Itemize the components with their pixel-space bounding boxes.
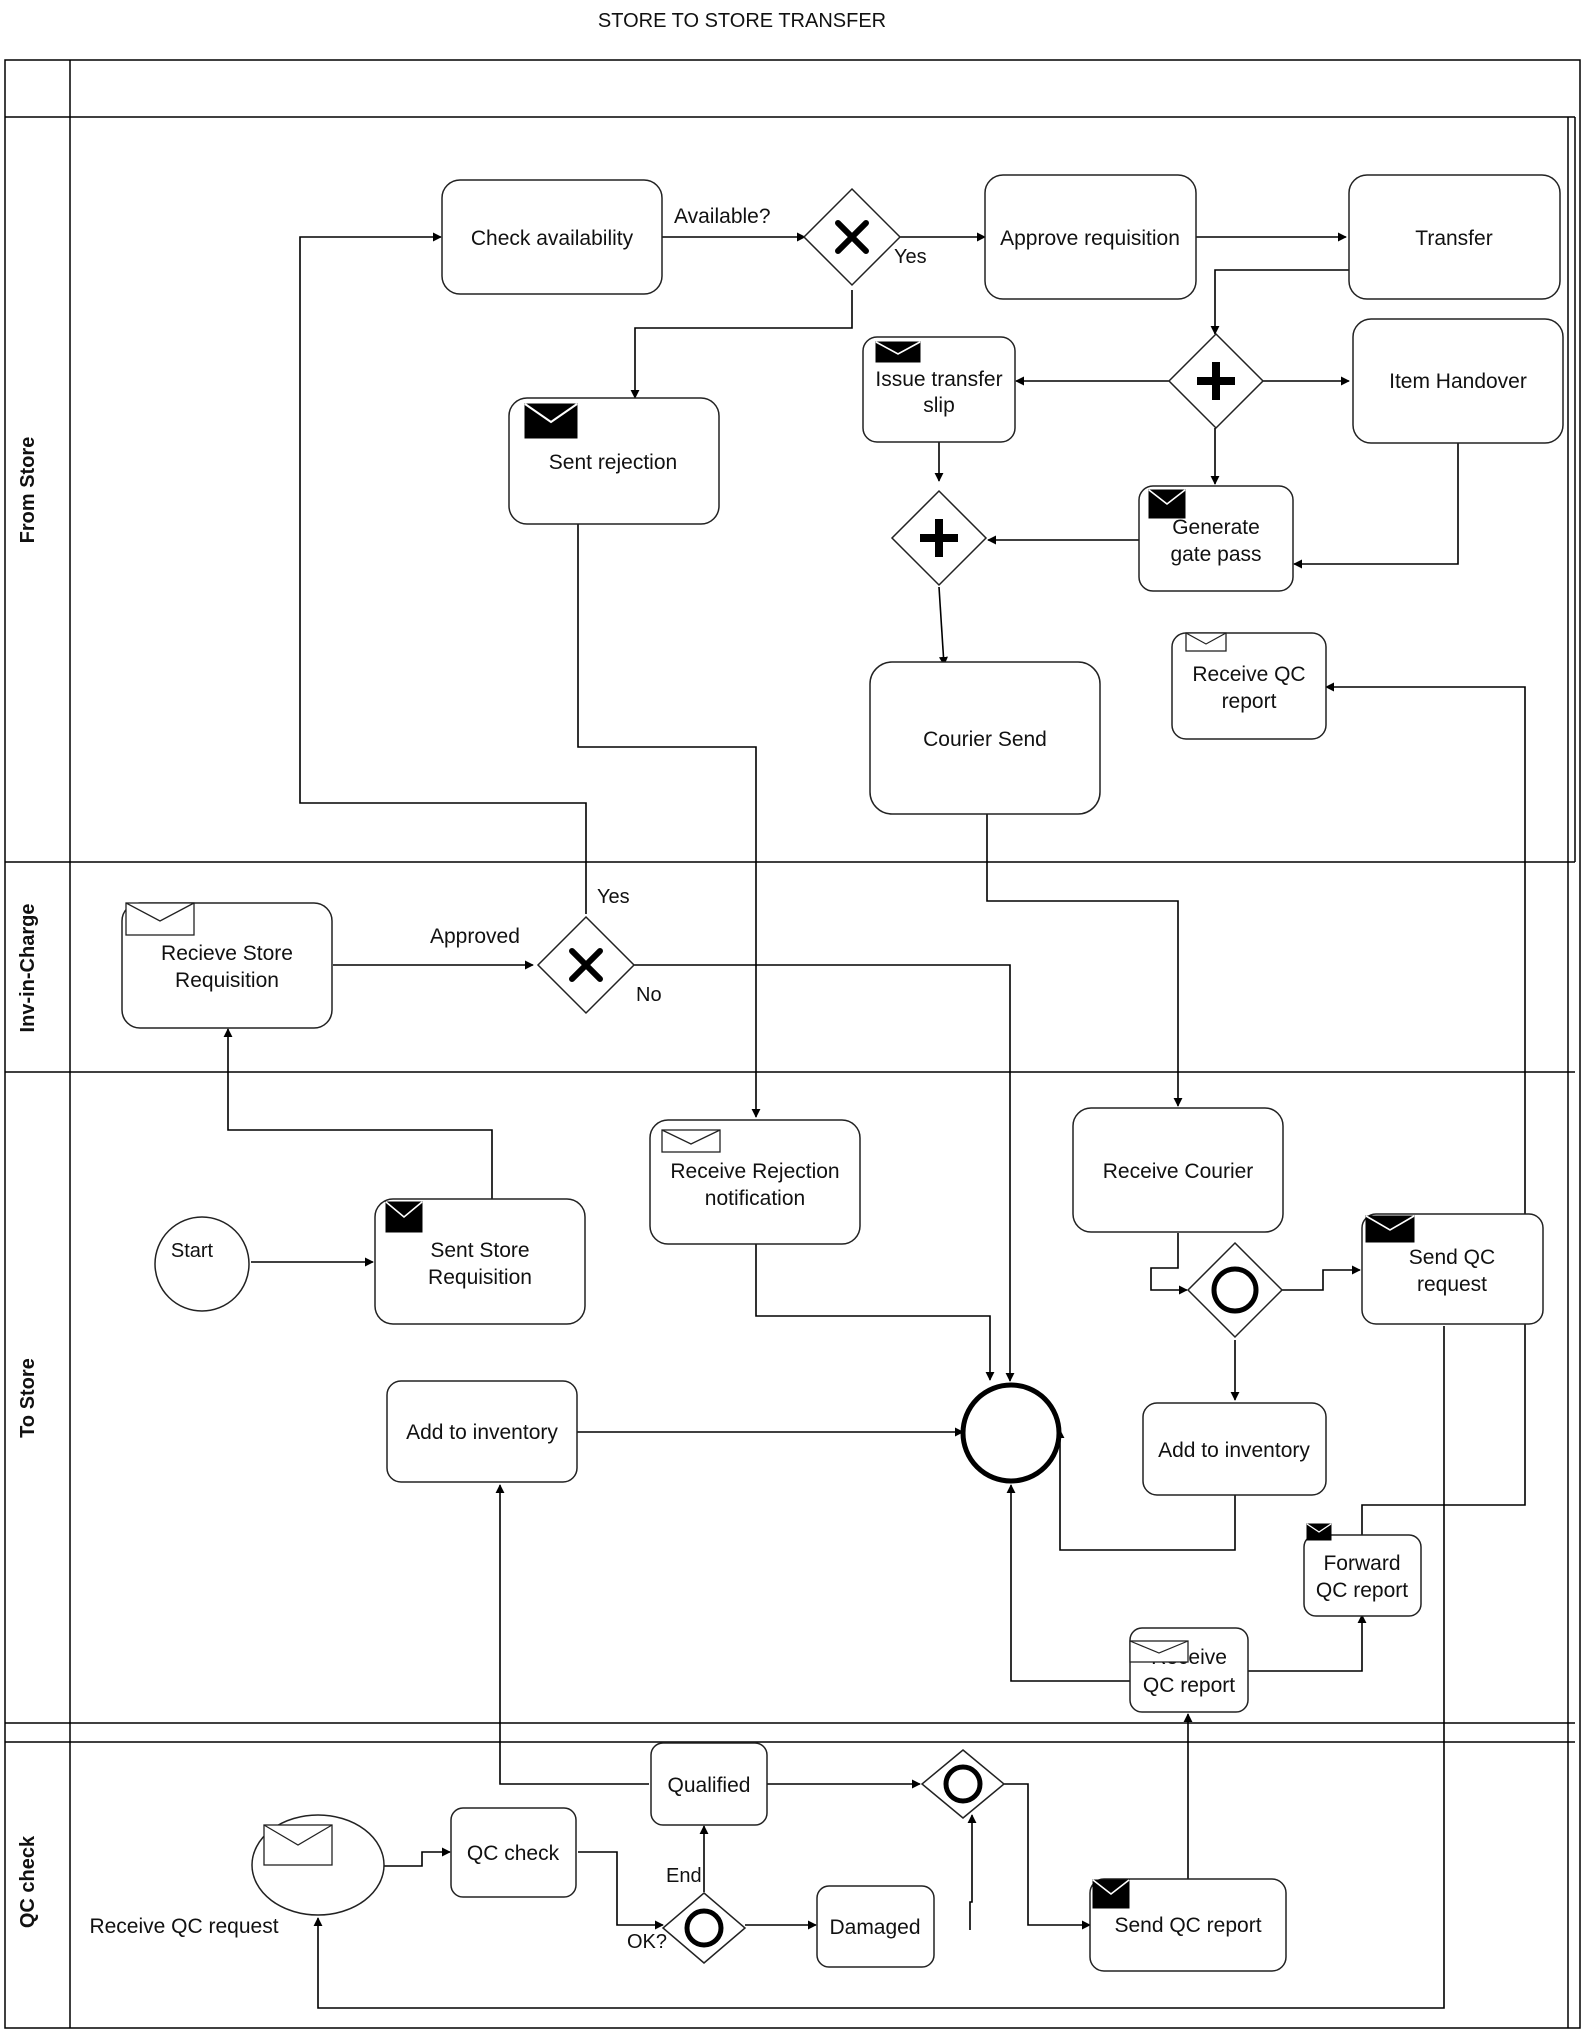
svg-text:Recieve Store: Recieve Store xyxy=(161,942,293,965)
task-sent-rejection: Sent rejection xyxy=(508,397,720,525)
svg-text:report: report xyxy=(1222,690,1277,713)
svg-text:Forward: Forward xyxy=(1323,1552,1400,1575)
task-forward-qc-report: Forward QC report xyxy=(1303,1523,1422,1617)
svg-text:Approve requisition: Approve requisition xyxy=(1000,227,1180,250)
task-damaged: Damaged xyxy=(816,1885,935,1968)
task-item-handover: Item Handover xyxy=(1352,318,1564,444)
gateway-courier-inclusive xyxy=(1186,1241,1284,1339)
task-recieve-store-requisition: Recieve Store Requisition xyxy=(121,902,333,1029)
task-add-to-inventory-left: Add to inventory xyxy=(386,1380,578,1483)
svg-text:Requisition: Requisition xyxy=(175,969,279,992)
svg-text:Sent rejection: Sent rejection xyxy=(549,451,677,474)
receive-qc-request-event xyxy=(251,1814,385,1916)
label-yes-top: Yes xyxy=(894,246,927,268)
svg-text:Issue transfer: Issue transfer xyxy=(875,368,1002,391)
envelope-icon xyxy=(661,1129,721,1153)
gateway-available xyxy=(802,187,902,287)
svg-text:notification: notification xyxy=(705,1187,805,1210)
task-send-qc-request: Send QC request xyxy=(1361,1213,1544,1325)
gateway-approved xyxy=(536,915,636,1015)
envelope-icon xyxy=(1129,1640,1189,1663)
task-check-availability: Check availability xyxy=(441,179,663,295)
task-send-qc-report: Send QC report xyxy=(1089,1878,1287,1972)
gateway-qc-ok xyxy=(661,1892,747,1964)
svg-text:slip: slip xyxy=(923,394,955,417)
end-event xyxy=(960,1382,1062,1484)
start-event: Start xyxy=(154,1216,250,1312)
svg-text:Receive Courier: Receive Courier xyxy=(1103,1160,1254,1183)
svg-text:QC check: QC check xyxy=(467,1842,560,1865)
svg-text:Requisition: Requisition xyxy=(428,1266,532,1289)
lane-label-qc-check: QC check xyxy=(17,1835,39,1928)
svg-text:Transfer: Transfer xyxy=(1415,227,1492,250)
svg-text:gate pass: gate pass xyxy=(1170,543,1261,566)
lane-label-inv-in-charge: Inv-in-Charge xyxy=(17,904,39,1033)
gateway-parallel-split xyxy=(1167,332,1265,430)
task-transfer: Transfer xyxy=(1348,174,1561,300)
task-sent-store-requisition: Sent Store Requisition xyxy=(374,1198,586,1325)
pool-frame xyxy=(4,59,1581,2029)
svg-text:Courier Send: Courier Send xyxy=(923,728,1047,751)
envelope-filled-icon xyxy=(875,341,921,363)
gateway-parallel-join xyxy=(890,489,988,587)
svg-text:Send QC: Send QC xyxy=(1409,1246,1495,1269)
task-approve-requisition: Approve requisition xyxy=(984,174,1197,300)
svg-text:Receive QC: Receive QC xyxy=(1192,663,1305,686)
svg-text:Add to inventory: Add to inventory xyxy=(1158,1439,1310,1462)
svg-text:Add to inventory: Add to inventory xyxy=(406,1421,558,1444)
svg-text:QC report: QC report xyxy=(1316,1579,1408,1602)
receive-qc-request-label: Receive QC request xyxy=(89,1915,278,1938)
task-receive-qc-report-from-store: Receive QC report xyxy=(1171,632,1327,740)
gateway-qc-merge xyxy=(920,1749,1006,1819)
task-generate-gate-pass: Generate gate pass xyxy=(1138,485,1294,592)
lane-label-to-store: To Store xyxy=(17,1358,39,1438)
task-qualified: Qualified xyxy=(650,1742,768,1826)
task-courier-send: Courier Send xyxy=(869,661,1101,815)
diagram-title: STORE TO STORE TRANSFER xyxy=(598,10,886,32)
svg-text:request: request xyxy=(1417,1273,1487,1296)
svg-text:Check availability: Check availability xyxy=(471,227,634,250)
task-issue-transfer-slip: Issue transfer slip xyxy=(862,336,1016,443)
label-end: End xyxy=(666,1865,702,1887)
lane-label-from-store: From Store xyxy=(17,437,39,544)
task-qc-check: QC check xyxy=(450,1807,577,1898)
task-add-to-inventory-right: Add to inventory xyxy=(1142,1402,1327,1496)
label-available: Available? xyxy=(674,205,771,228)
task-receive-rejection-notification: Receive Rejection notification xyxy=(649,1119,861,1245)
svg-text:Send QC report: Send QC report xyxy=(1114,1914,1261,1937)
svg-text:Generate: Generate xyxy=(1172,516,1260,539)
svg-text:Damaged: Damaged xyxy=(829,1916,920,1939)
svg-text:QC report: QC report xyxy=(1143,1674,1235,1697)
svg-text:Qualified: Qualified xyxy=(668,1774,751,1797)
label-no: No xyxy=(636,984,662,1006)
label-approved: Approved xyxy=(430,925,520,948)
start-event-label: Start xyxy=(171,1240,214,1262)
label-ok: OK? xyxy=(627,1931,667,1953)
task-receive-qc-report-to-store: Receive QC report xyxy=(1129,1627,1249,1713)
task-receive-courier: Receive Courier xyxy=(1072,1107,1284,1233)
label-yes-inv: Yes xyxy=(597,886,630,908)
sequence-flows xyxy=(223,232,1526,2009)
svg-text:Sent Store: Sent Store xyxy=(430,1239,529,1262)
svg-text:Item Handover: Item Handover xyxy=(1389,370,1527,393)
envelope-icon xyxy=(1185,632,1227,652)
svg-text:Receive Rejection: Receive Rejection xyxy=(670,1160,839,1183)
